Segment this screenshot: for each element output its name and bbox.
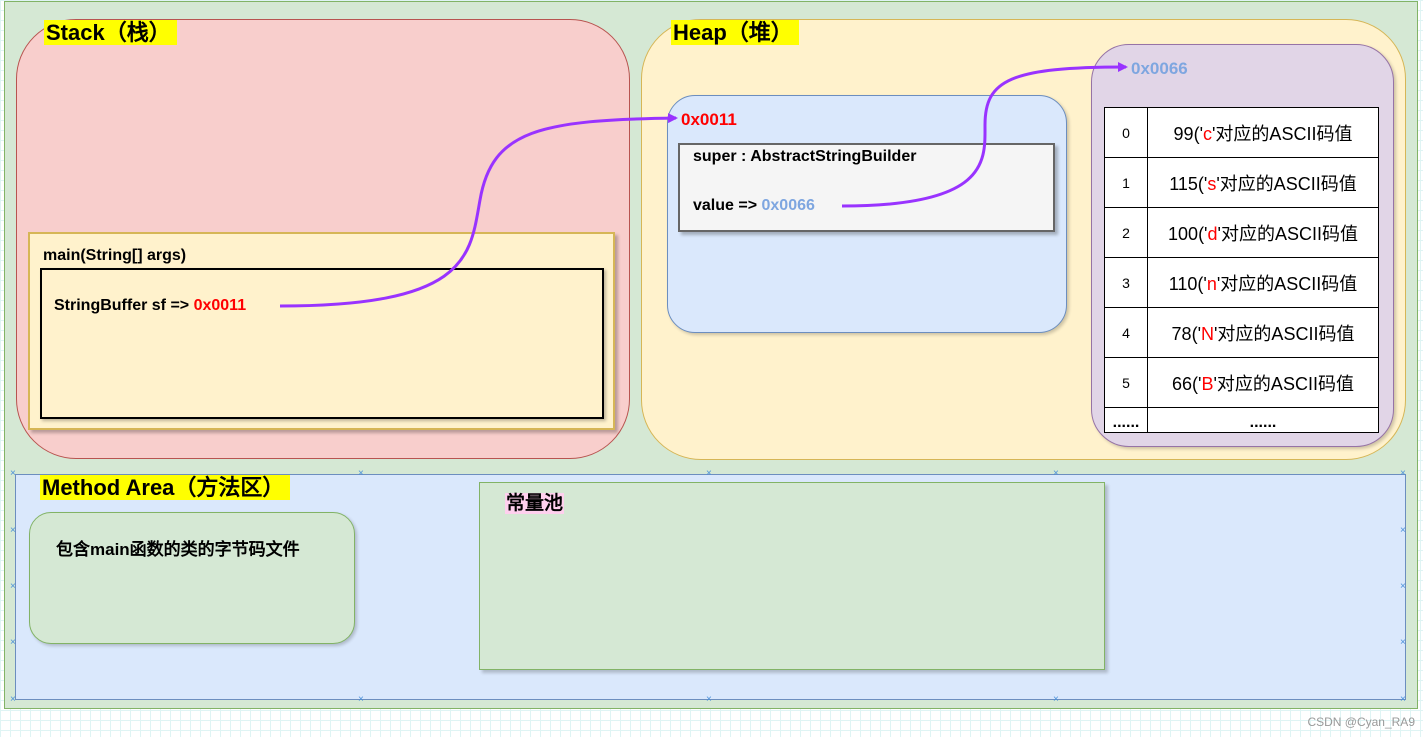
char-literal: N [1201,323,1214,344]
selection-handle: × [706,694,712,705]
array-index: 0 [1104,107,1148,158]
frame-label: main(String[] args) [43,247,187,264]
value-prefix: 99(' [1173,123,1203,144]
selection-handle: × [1400,468,1406,479]
stack-title-label: Stack（栈） [44,20,177,45]
char-literal: B [1201,373,1214,394]
array-index: 5 [1104,357,1148,408]
array-value: 66('B'对应的ASCII码值 [1147,357,1379,408]
array-index: 3 [1104,257,1148,308]
method-area-title-label: Method Area（方法区） [40,475,291,500]
value-prefix: 110(' [1168,273,1207,294]
array-address: 0x0066 [1131,59,1188,78]
stack-title: Stack（栈） [44,19,177,47]
selection-handle: × [1400,694,1406,705]
selection-handle: × [1053,468,1059,479]
object-fields-box [678,143,1055,232]
array-value: 99('c'对应的ASCII码值 [1147,107,1379,158]
selection-handle: × [1053,694,1059,705]
heap-title: Heap（堆） [671,19,799,47]
selection-handle: × [1400,525,1406,536]
method-area-title: Method Area（方法区） [40,474,291,502]
value-suffix: '对应的ASCII码值 [1216,173,1357,194]
local-variable-box [40,268,604,419]
value-prefix: 78(' [1171,323,1201,344]
array-value: 110('n'对应的ASCII码值 [1147,257,1379,308]
watermark: CSDN @Cyan_RA9 [1307,715,1415,729]
array-index: 4 [1104,307,1148,358]
selection-handle: × [358,468,364,479]
value-suffix: '对应的ASCII码值 [1217,223,1358,244]
array-value: 100('d'对应的ASCII码值 [1147,207,1379,258]
super-field: super : AbstractStringBuilder [693,148,917,165]
value-field: value => 0x0066 [693,197,815,215]
array-index: 1 [1104,157,1148,208]
selection-handle: × [10,694,16,705]
ellipsis-right: ...... [1147,407,1379,433]
selection-handle: × [10,637,16,648]
class-file-label: 包含main函数的类的字节码文件 [56,540,300,559]
constant-pool-title: 常量池 [505,488,565,515]
array-ellipsis-row: ...... ...... [1104,407,1379,433]
selection-handle: × [10,468,16,479]
local-variable: StringBuffer sf => 0x0011 [54,297,246,315]
value-reference: 0x0066 [761,197,815,214]
variable-reference: 0x0011 [193,297,247,314]
char-literal: s [1207,173,1217,194]
value-to-array-arrow [841,62,1128,208]
char-literal: n [1206,273,1217,294]
variable-label: StringBuffer sf => [54,297,194,314]
char-literal: d [1207,223,1218,244]
value-suffix: '对应的ASCII码值 [1212,123,1353,144]
value-suffix: '对应的ASCII码值 [1213,373,1354,394]
value-prefix: 100(' [1168,223,1208,244]
sf-to-object-arrow [279,113,678,308]
array-value: 115('s'对应的ASCII码值 [1147,157,1379,208]
char-literal: c [1203,123,1212,144]
class-file-box [29,512,355,644]
selection-handle: × [706,468,712,479]
selection-handle: × [10,581,16,592]
value-prefix: 66(' [1172,373,1202,394]
selection-handle: × [358,694,364,705]
value-prefix: 115(' [1169,173,1208,194]
selection-handle: × [1400,581,1406,592]
selection-handle: × [1400,637,1406,648]
heap-title-label: Heap（堆） [671,20,799,45]
selection-handle: × [10,525,16,536]
value-suffix: '对应的ASCII码值 [1214,323,1355,344]
constant-pool-box [479,482,1105,670]
value-suffix: '对应的ASCII码值 [1216,273,1358,294]
constant-pool-label: 常量池 [505,493,565,514]
value-label: value => [693,197,762,214]
object-address: 0x0011 [681,110,737,129]
